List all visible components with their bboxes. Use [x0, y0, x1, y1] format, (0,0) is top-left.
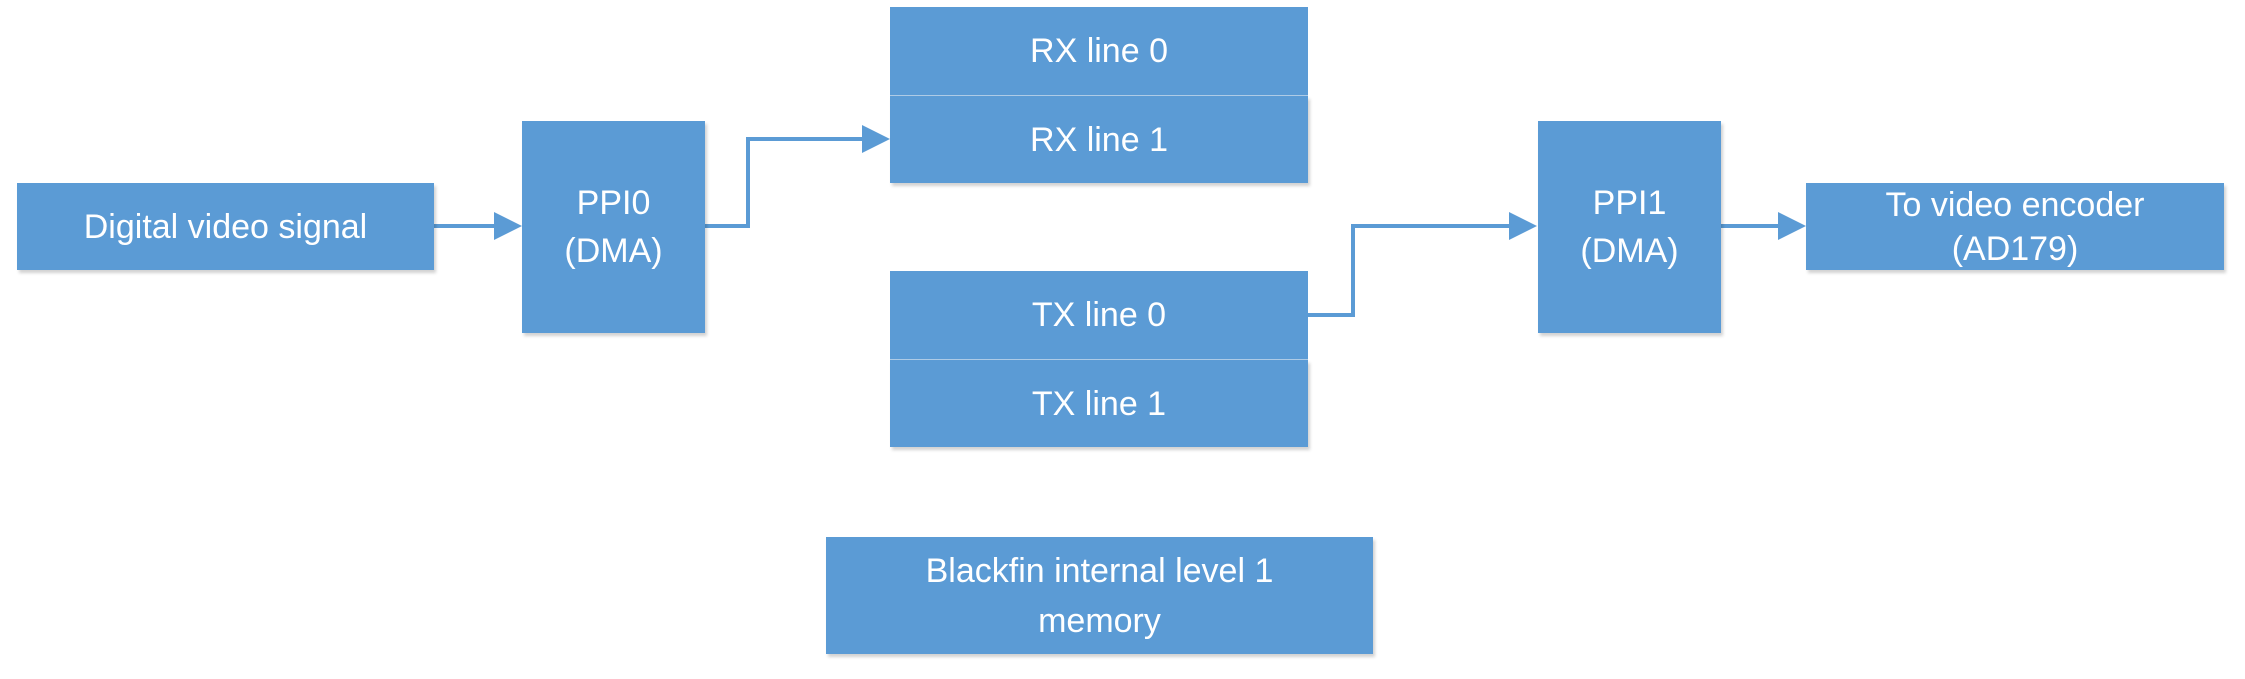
arrowhead-ppi1	[1509, 212, 1537, 240]
node-label: Digital video signal	[83, 207, 368, 246]
arrowhead-rx1	[862, 125, 890, 153]
node-sublabel: (DMA)	[564, 232, 663, 270]
node-label: PPI1	[1592, 184, 1667, 222]
node-rx-line-0: RX line 0	[890, 7, 1308, 95]
arrowhead-output	[1778, 212, 1806, 240]
node-digital-video-signal: Digital video signal	[17, 183, 434, 270]
node-video-encoder: To video encoder (AD179)	[1806, 183, 2224, 270]
node-label: Blackfin internal level 1	[925, 551, 1274, 590]
node-l1-memory: Blackfin internal level 1 memory	[826, 537, 1373, 654]
node-label: RX line 0	[1030, 32, 1168, 70]
node-ppi1: PPI1 (DMA)	[1538, 121, 1721, 333]
node-ppi0: PPI0 (DMA)	[522, 121, 705, 333]
node-label: To video encoder	[1885, 185, 2145, 224]
node-sublabel: memory	[1038, 601, 1161, 640]
node-rx-line-1: RX line 1	[890, 96, 1308, 183]
node-label: TX line 0	[1031, 296, 1167, 334]
edge-ppi0-to-rx1	[705, 137, 862, 228]
arrowhead-ppi0	[494, 212, 522, 240]
node-sublabel: (AD179)	[1951, 229, 2079, 268]
node-label: PPI0	[576, 184, 651, 222]
node-sublabel: (DMA)	[1580, 232, 1679, 270]
rx-divider	[890, 95, 1308, 96]
edge-tx0-to-ppi1	[1308, 224, 1509, 317]
node-label: TX line 1	[1031, 384, 1167, 423]
node-tx-line-1: TX line 1	[890, 360, 1308, 447]
node-tx-line-0: TX line 0	[890, 271, 1308, 359]
node-label: RX line 1	[1030, 120, 1168, 159]
tx-divider	[890, 359, 1308, 360]
